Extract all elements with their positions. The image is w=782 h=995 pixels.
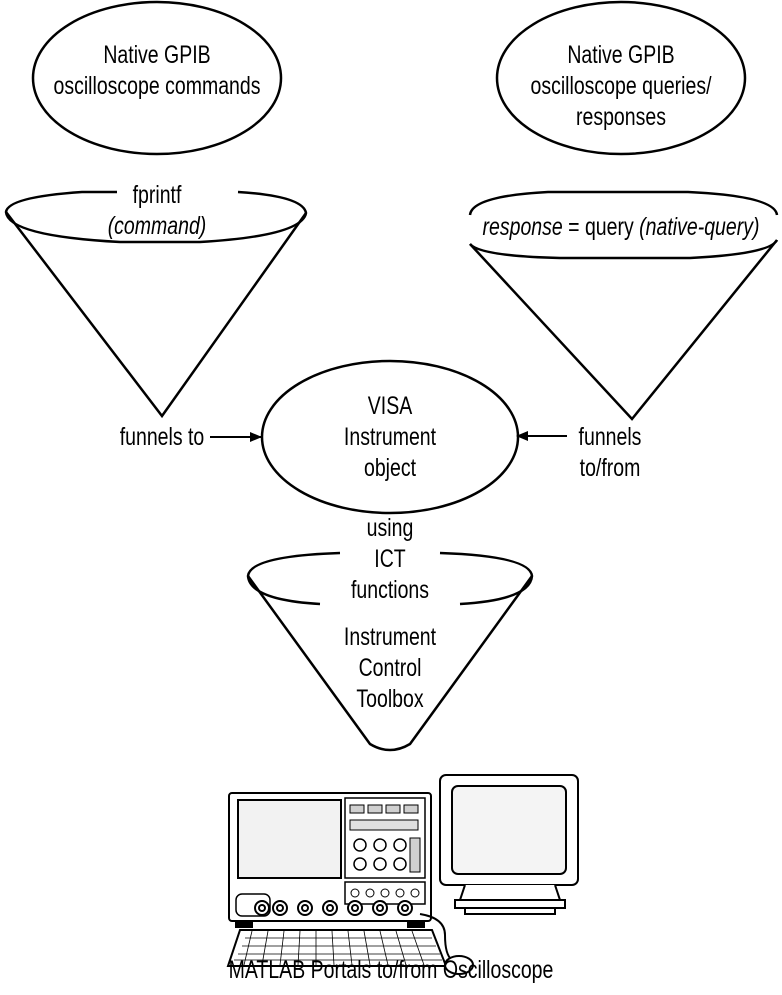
visa-line3: object [363, 454, 417, 482]
queries-line3: responses [576, 103, 666, 131]
right-funnel [468, 190, 779, 421]
query-eq-text: = query [562, 213, 640, 241]
ict-text: ICT [374, 545, 406, 573]
bottom-funnel-label: using ICT functions [312, 513, 468, 606]
commands-line2: oscilloscope commands [53, 72, 261, 100]
left-funnel [4, 190, 308, 419]
oscilloscope-icon [228, 792, 432, 928]
command-arg-text: (command) [107, 212, 207, 240]
toolbox-line3: Toolbox [356, 685, 424, 713]
queries-label: Native GPIB oscilloscope queries/ respon… [512, 40, 730, 133]
left-funnel-label: fprintf (command) [79, 180, 235, 242]
funnels-text: funnels [578, 423, 642, 451]
mouse-icon [444, 955, 474, 975]
figure-caption: MATLAB Portals to/from Oscilloscope [228, 956, 554, 984]
fprintf-text: fprintf [132, 181, 182, 209]
left-arrow-label: funnels to [100, 422, 225, 453]
monitor-icon [439, 774, 579, 915]
visa-label: VISA Instrument object [312, 391, 468, 484]
response-var-text: response [482, 213, 563, 241]
query-expression: response = query (native-query) [481, 212, 762, 243]
native-query-arg-text: (native-query) [639, 213, 760, 241]
queries-ellipse [495, 0, 747, 156]
commands-line1: Native GPIB [103, 41, 211, 69]
to-from-text: to/from [579, 454, 641, 482]
right-arrow-label: funnels to/from [555, 422, 664, 484]
funnels-to-text: funnels to [119, 423, 205, 451]
using-text: using [366, 514, 414, 542]
cable-line [419, 913, 453, 961]
functions-text: functions [350, 576, 430, 604]
right-funnel-label: response = query (native-query) [481, 212, 762, 243]
queries-line1: Native GPIB [567, 41, 675, 69]
toolbox-line1: Instrument [343, 623, 437, 651]
toolbox-line2: Control [358, 654, 422, 682]
commands-label: Native GPIB oscilloscope commands [48, 40, 266, 102]
toolbox-label: Instrument Control Toolbox [312, 622, 468, 715]
bottom-funnel [246, 551, 534, 752]
visa-line1: VISA [367, 392, 413, 420]
queries-line2: oscilloscope queries/ [530, 72, 712, 100]
visa-line2: Instrument [343, 423, 437, 451]
commands-ellipse [31, 0, 283, 156]
